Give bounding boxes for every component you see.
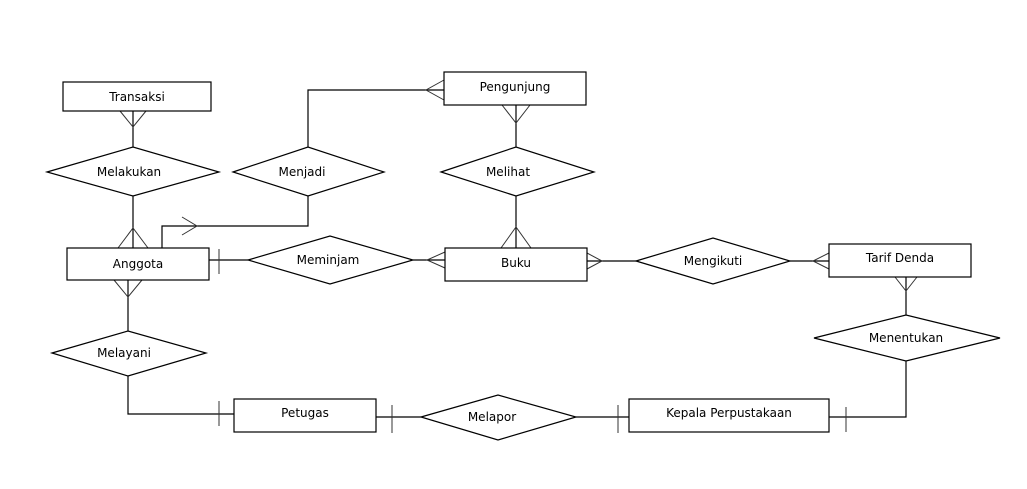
connector-anggota-melayani <box>113 279 143 331</box>
entity-label: Anggota <box>113 257 163 271</box>
connector-mengikuti-tarif-denda <box>790 252 830 270</box>
connector-menentukan-kepala <box>829 361 907 432</box>
connector-meminjam-buku <box>413 251 446 269</box>
connector-anggota-meminjam <box>209 249 248 274</box>
connector-melihat-buku <box>500 196 532 249</box>
connector-tarif-denda-menentukan <box>894 276 918 315</box>
entity-anggota[interactable]: Anggota <box>66 247 210 281</box>
entity-pengunjung[interactable]: Pengunjung <box>443 71 587 106</box>
entity-label: Pengunjung <box>480 80 551 94</box>
relationship-menjadi[interactable]: Menjadi <box>231 146 386 197</box>
relationship-label: Menentukan <box>869 331 943 345</box>
connector-melapor-kepala <box>576 405 629 433</box>
entity-label: Petugas <box>281 406 329 420</box>
entity-buku[interactable]: Buku <box>444 247 588 282</box>
connector-transaksi-melakukan <box>119 110 147 147</box>
crows-foot-many-anggota-bottom <box>113 279 143 298</box>
connector-pengunjung-melihat <box>501 104 531 147</box>
entity-label: Buku <box>501 256 531 270</box>
relationship-label: Melakukan <box>97 165 161 179</box>
relationship-label: Melihat <box>486 165 530 179</box>
entity-tarif-denda[interactable]: Tarif Denda <box>828 243 972 278</box>
crows-foot-many-tarif-denda-bottom <box>894 276 918 292</box>
crows-foot-many-anggota-top <box>117 227 149 249</box>
relationship-label: Mengikuti <box>684 254 743 268</box>
crows-foot-many-pengunjung-left <box>424 79 445 101</box>
connector-petugas-melapor <box>376 405 421 433</box>
entity-transaksi[interactable]: Transaksi <box>62 81 212 112</box>
crows-foot-many-tarif-denda-left <box>811 252 830 270</box>
crows-foot-many-buku-top <box>500 226 532 249</box>
entity-petugas[interactable]: Petugas <box>233 398 377 433</box>
entity-label: Transaksi <box>108 90 165 104</box>
relationship-melayani[interactable]: Melayani <box>49 330 209 377</box>
crows-foot-many-transaksi <box>119 110 147 128</box>
relationship-melapor[interactable]: Melapor <box>418 394 579 441</box>
entity-label: Tarif Denda <box>865 251 934 265</box>
connector-buku-mengikuti <box>586 252 636 270</box>
relationship-mengikuti[interactable]: Mengikuti <box>633 237 793 285</box>
relationship-melihat[interactable]: Melihat <box>439 146 597 197</box>
connector-anggota-menjadi <box>161 196 309 248</box>
connector-melayani-petugas <box>127 376 234 426</box>
connector-melakukan-anggota <box>117 196 149 249</box>
crows-foot-many-buku-right <box>586 252 604 270</box>
crows-foot-many-pengunjung-bottom <box>501 104 531 124</box>
arrow-head-menjadi <box>181 216 198 236</box>
relationship-label: Menjadi <box>279 165 326 179</box>
relationship-label: Melayani <box>97 346 151 360</box>
crows-foot-many-buku-left <box>425 251 446 269</box>
connector-menjadi-pengunjung <box>307 79 445 147</box>
relationship-meminjam[interactable]: Meminjam <box>245 235 416 285</box>
relationship-label: Melapor <box>468 410 516 424</box>
relationship-melakukan[interactable]: Melakukan <box>44 146 222 197</box>
entity-kepala-perpustakaan[interactable]: Kepala Perpustakaan <box>628 398 830 433</box>
entity-label: Kepala Perpustakaan <box>666 406 792 420</box>
relationship-menentukan[interactable]: Menentukan <box>813 314 1001 362</box>
relationship-label: Meminjam <box>297 253 360 267</box>
